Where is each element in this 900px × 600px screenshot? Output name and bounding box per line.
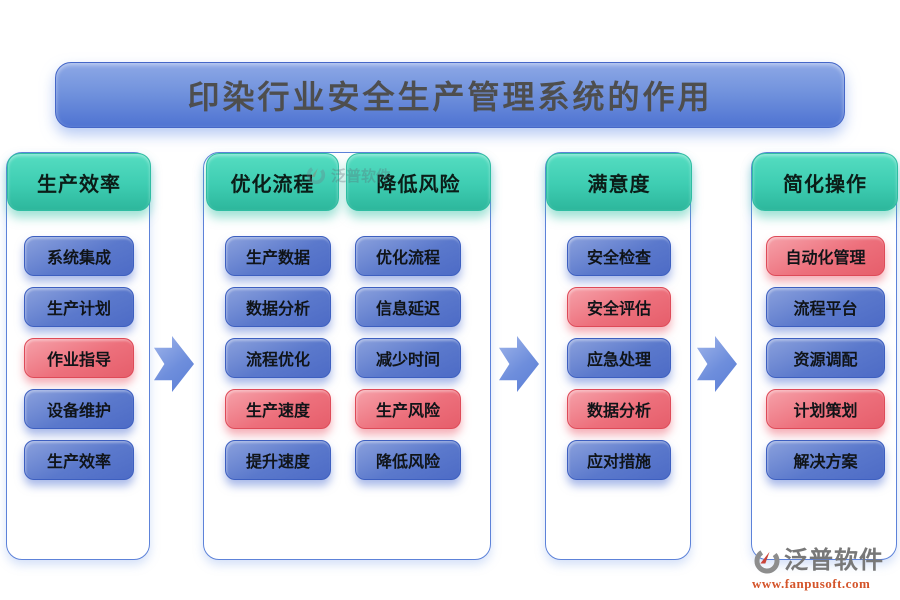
item-box: 生产效率 (24, 440, 134, 480)
item-label: 信息延迟 (375, 301, 440, 318)
item-label: 流程平台 (793, 301, 858, 318)
item-label: 设备维护 (46, 403, 111, 420)
item-box: 解决方案 (766, 440, 885, 480)
item-label: 作业指导 (46, 352, 111, 369)
item-box: 自动化管理 (766, 236, 885, 276)
item-box: 生产数据 (225, 236, 331, 276)
item-box: 生产速度 (225, 389, 331, 429)
flow-arrow-icon (154, 336, 194, 392)
item-box: 数据分析 (225, 287, 331, 327)
page-title: 印染行业安全生产管理系统的作用 (187, 79, 713, 115)
brand-footer: 泛普软件 www.fanpusoft.com (752, 546, 894, 592)
item-label: 流程优化 (245, 352, 310, 369)
panel-simplify-operation: 简化操作 自动化管理 流程平台 资源调配 计划策划 解决方案 (751, 152, 898, 560)
item-box: 降低风险 (355, 440, 461, 480)
item-box: 设备维护 (24, 389, 134, 429)
brand-url: www.fanpusoft.com (752, 576, 871, 591)
column-header-production-efficiency: 生产效率 (7, 153, 151, 211)
item-label: 生产风险 (375, 403, 440, 420)
item-label: 数据分析 (245, 301, 310, 318)
item-label: 计划策划 (793, 403, 858, 420)
fanpu-logo-icon (754, 548, 780, 574)
item-label: 应对措施 (586, 454, 651, 471)
item-box: 资源调配 (766, 338, 885, 378)
column-header-label: 降低风险 (376, 173, 461, 196)
item-box: 应急处理 (567, 338, 671, 378)
item-box: 应对措施 (567, 440, 671, 480)
flow-arrow-icon (697, 336, 737, 392)
item-box: 作业指导 (24, 338, 134, 378)
item-label: 数据分析 (586, 403, 651, 420)
column-header-satisfaction: 满意度 (546, 153, 692, 211)
flow-arrow-icon (499, 336, 539, 392)
item-box: 生产风险 (355, 389, 461, 429)
panel-optimize-and-risk: 优化流程 降低风险 生产数据 数据分析 流程优化 生产速度 提升速度 优化流程 … (203, 152, 491, 560)
item-box: 安全检查 (567, 236, 671, 276)
column-header-label: 生产效率 (37, 173, 121, 196)
item-label: 安全检查 (586, 250, 651, 267)
column-header-label: 优化流程 (230, 173, 315, 196)
column-header-optimize-process: 优化流程 (206, 153, 339, 211)
item-label: 降低风险 (375, 454, 440, 471)
item-label: 自动化管理 (785, 250, 866, 267)
column-header-label: 满意度 (587, 173, 651, 196)
item-label: 应急处理 (586, 352, 651, 369)
item-box: 减少时间 (355, 338, 461, 378)
item-label: 生产效率 (46, 454, 111, 471)
column-header-label: 简化操作 (783, 173, 867, 196)
item-box: 生产计划 (24, 287, 134, 327)
column-header-reduce-risk: 降低风险 (346, 153, 491, 211)
item-label: 减少时间 (375, 352, 440, 369)
item-label: 资源调配 (793, 352, 858, 369)
item-box: 安全评估 (567, 287, 671, 327)
item-label: 安全评估 (586, 301, 651, 318)
item-label: 系统集成 (46, 250, 111, 267)
item-box: 流程优化 (225, 338, 331, 378)
item-label: 提升速度 (245, 454, 310, 471)
item-label: 生产速度 (245, 403, 310, 420)
item-label: 解决方案 (793, 454, 858, 471)
panel-production-efficiency: 生产效率 系统集成 生产计划 作业指导 设备维护 生产效率 (6, 152, 151, 560)
item-label: 生产计划 (46, 301, 111, 318)
item-box: 流程平台 (766, 287, 885, 327)
item-box: 提升速度 (225, 440, 331, 480)
item-box: 计划策划 (766, 389, 885, 429)
brand-name: 泛普软件 (784, 548, 884, 574)
item-label: 优化流程 (375, 250, 440, 267)
panel-satisfaction: 满意度 安全检查 安全评估 应急处理 数据分析 应对措施 (545, 152, 692, 560)
item-box: 优化流程 (355, 236, 461, 276)
item-label: 生产数据 (245, 250, 310, 267)
title-banner: 印染行业安全生产管理系统的作用 (55, 62, 845, 128)
item-box: 信息延迟 (355, 287, 461, 327)
item-box: 数据分析 (567, 389, 671, 429)
column-header-simplify-operation: 简化操作 (752, 153, 898, 211)
item-box: 系统集成 (24, 236, 134, 276)
